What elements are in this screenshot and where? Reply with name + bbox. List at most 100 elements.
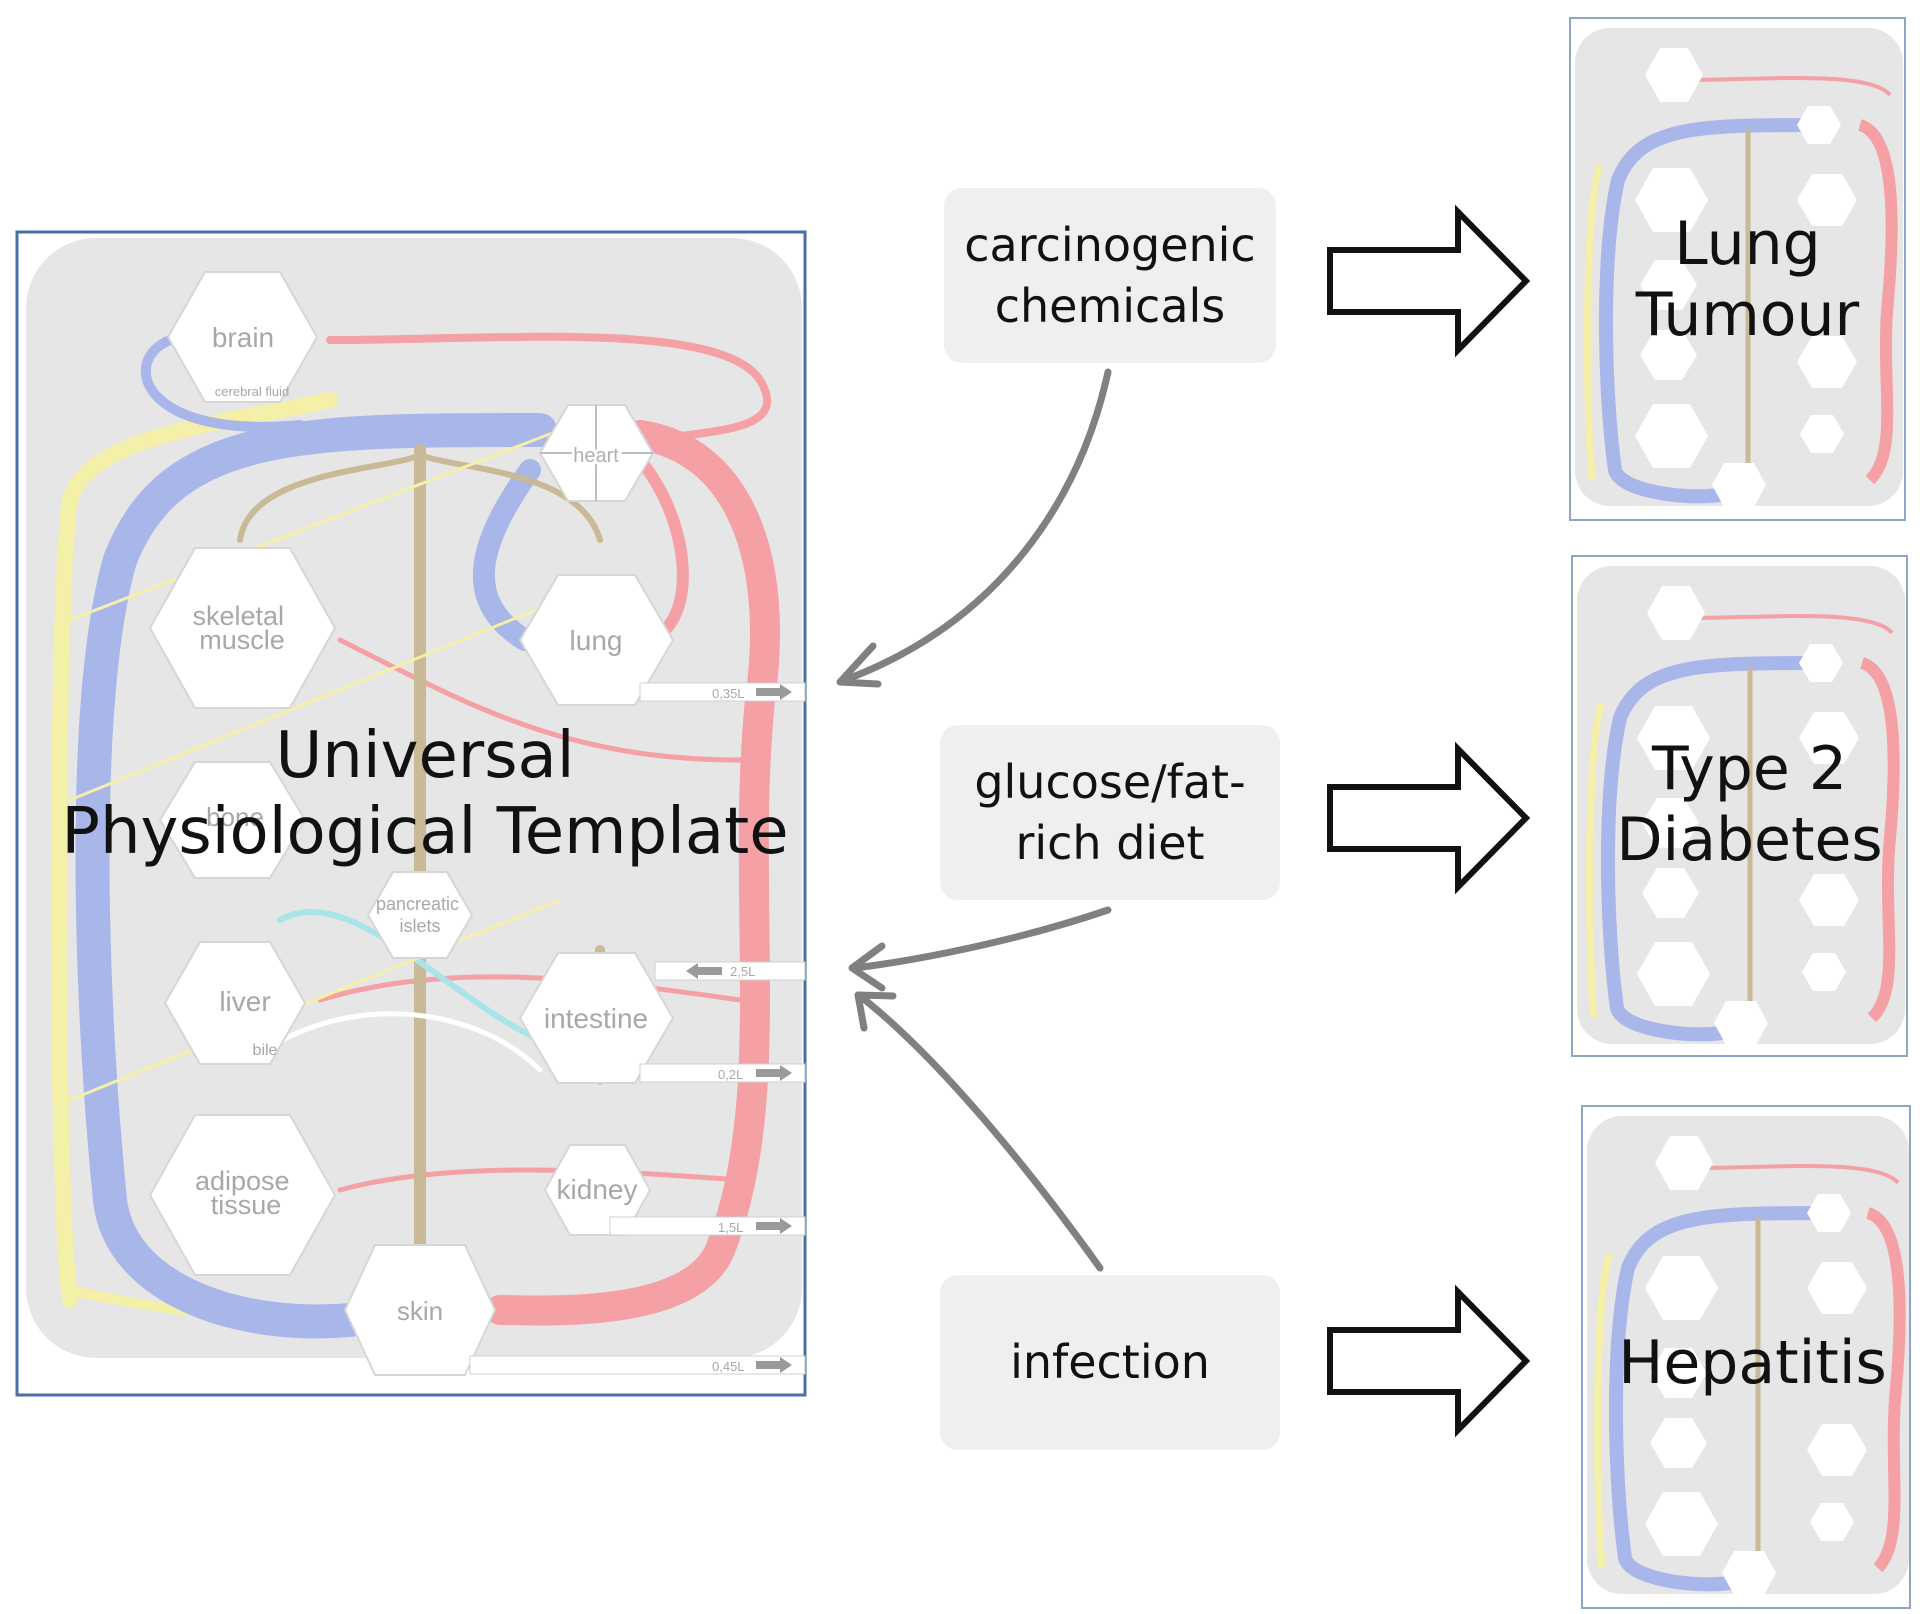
lymph-diagonal-2 — [68, 598, 562, 802]
flow-rail-lung — [639, 682, 806, 702]
arterial-brain — [326, 332, 771, 444]
thumb-2-hex-kidney — [1802, 953, 1846, 991]
bone-marrow-label: bone — [206, 802, 264, 832]
trigger-carcinogenic-box: carcinogenic chemicals — [944, 188, 1276, 363]
thumb-3-hex-adipose — [1645, 1492, 1718, 1556]
curve-arrow-infection — [861, 996, 1104, 1272]
outcome-lung-tumour-label: Lung Tumour — [1635, 209, 1860, 350]
block-arrow-hepatitis — [1327, 1284, 1531, 1438]
thumb-3-hex-brain — [1655, 1136, 1713, 1190]
flow-arrow-skin — [756, 1357, 792, 1373]
thumb-3-hex-intestine — [1807, 1424, 1867, 1476]
flow-label-intestine-out: 0,2L — [718, 1067, 743, 1082]
thumb-2-venous — [1601, 656, 1823, 1042]
template-title: Universal Physiological Template — [61, 719, 789, 869]
bile-curve — [262, 1011, 543, 1073]
trigger-carcinogenic-label: carcinogenic chemicals — [964, 217, 1256, 333]
thumb-3-arterial-top — [1699, 1164, 1900, 1185]
heart-cross — [540, 405, 653, 501]
thumb-1-hex-kidney — [1800, 415, 1844, 453]
organ-hexagons — [148, 271, 675, 1376]
thumb-1-lymph — [1583, 163, 1604, 481]
trigger-diet-box: glucose/fat- rich diet — [940, 725, 1280, 900]
flow-label-kidney: 1,5L — [718, 1220, 743, 1235]
curve-arrow-diet — [851, 906, 1112, 972]
thumb-3-hex-kidney — [1810, 1503, 1854, 1541]
thumb-1-hex-heart — [1797, 106, 1841, 144]
thumb-2-hex-adipose — [1637, 942, 1710, 1006]
arrowhead-carcinogenic — [836, 642, 882, 688]
flow-arrow-lung — [756, 684, 792, 700]
flow-arrows — [686, 684, 792, 1373]
organ-pancreatic-islets-shape — [366, 871, 474, 959]
organ-label-adipose-l2: tissue — [211, 1190, 282, 1220]
arterial-branch-2 — [317, 974, 743, 1003]
organ-brain-shape — [166, 271, 319, 403]
thumb-1-hex-skin — [1712, 463, 1766, 507]
thumb-3-hex-skin — [1722, 1551, 1776, 1595]
flow-arrow-intestine-in — [686, 963, 722, 979]
thumb-2-hex-heart — [1799, 644, 1843, 682]
arrowhead-infection — [854, 991, 897, 1032]
thumb-1-venous — [1599, 118, 1821, 504]
organ-skeletal-muscle-shape — [148, 547, 337, 709]
thumb-2-lymph — [1585, 701, 1606, 1019]
thumbnail-type-2-diabetes — [1571, 555, 1908, 1057]
gut-branch — [237, 451, 603, 543]
flow-label-skin: 0,45L — [712, 1359, 745, 1374]
flow-rails — [469, 682, 806, 1375]
organ-lung-shape — [518, 574, 675, 706]
block-arrow-type-2-diabetes — [1327, 741, 1531, 895]
block-arrow-lung-tumour — [1327, 204, 1531, 358]
flow-labels: 0,35L 2,5L 0,2L 1,5L 0,45L — [712, 686, 755, 1374]
flow-label-intestine-in: 2,5L — [730, 964, 755, 979]
trigger-infection-label: infection — [1010, 1335, 1210, 1390]
thumb-3-hex-muscle — [1645, 1256, 1718, 1320]
organ-intestine-shape — [518, 952, 675, 1084]
organ-label-adipose-tissue: adipose tissue — [195, 1166, 297, 1220]
organ-label-adipose-l1: adipose — [195, 1166, 290, 1196]
venous-brain — [140, 335, 305, 432]
curve-arrow-carcinogenic — [846, 368, 1112, 682]
organ-label-kidney: kidney — [557, 1174, 638, 1205]
thumb-1-hex-brain — [1645, 48, 1703, 102]
thumb-1-arterial-top — [1689, 76, 1892, 97]
flow-rail-intestine-in — [654, 961, 806, 981]
arterial-branch-1 — [337, 637, 743, 763]
thumbnail-lung-tumour — [1569, 17, 1906, 521]
outcome-hepatitis-label: Hepatitis — [1618, 1327, 1887, 1398]
organ-label-pancreatic-l2: islets — [399, 916, 440, 936]
lymph-diagonal-1 — [68, 428, 562, 622]
thumb-2-hex-brain — [1647, 586, 1705, 640]
organ-label-pancreatic-l1: pancreatic — [376, 894, 459, 914]
flow-arrow-kidney — [756, 1218, 792, 1234]
lymph-diagonal-3 — [68, 898, 562, 1102]
thumb-3-hex-lung — [1807, 1262, 1867, 1314]
thumb-3-hex-liver — [1650, 1418, 1707, 1468]
organ-label-cerebral-fluid: cerebral fluid — [215, 384, 289, 399]
thumb-3-venous — [1609, 1206, 1831, 1592]
organ-label-bone-marrow-l1: bone — [206, 802, 264, 832]
thumb-3-hex-heart — [1807, 1194, 1851, 1232]
thumb-1-hex-lung — [1797, 174, 1857, 226]
thumb-1-hex-bone — [1640, 260, 1697, 310]
organ-label-intestine: intestine — [544, 1003, 648, 1034]
organ-adipose-tissue-shape — [148, 1114, 337, 1276]
trigger-arrows — [846, 368, 1112, 1272]
arterial-branch-3 — [337, 1167, 743, 1193]
trigger-infection-box: infection — [940, 1275, 1280, 1450]
flow-rail-skin — [469, 1355, 806, 1375]
thumb-2-hex-skin — [1714, 1001, 1768, 1045]
thumb-1-hex-muscle — [1635, 168, 1708, 232]
flow-label-lung: 0,35L — [712, 686, 745, 701]
organ-label-heart: heart — [573, 445, 619, 467]
thumb-3-arterial — [1865, 1207, 1906, 1573]
organ-skin-shape — [343, 1244, 497, 1376]
thumbnail-hepatitis — [1581, 1105, 1911, 1609]
organ-bone-marrow-shape — [158, 761, 307, 879]
thumb-1-hex-adipose — [1635, 404, 1708, 468]
organ-label-skeletal-muscle-l2: muscle — [199, 625, 285, 655]
thumb-2-hex-intestine — [1799, 874, 1859, 926]
